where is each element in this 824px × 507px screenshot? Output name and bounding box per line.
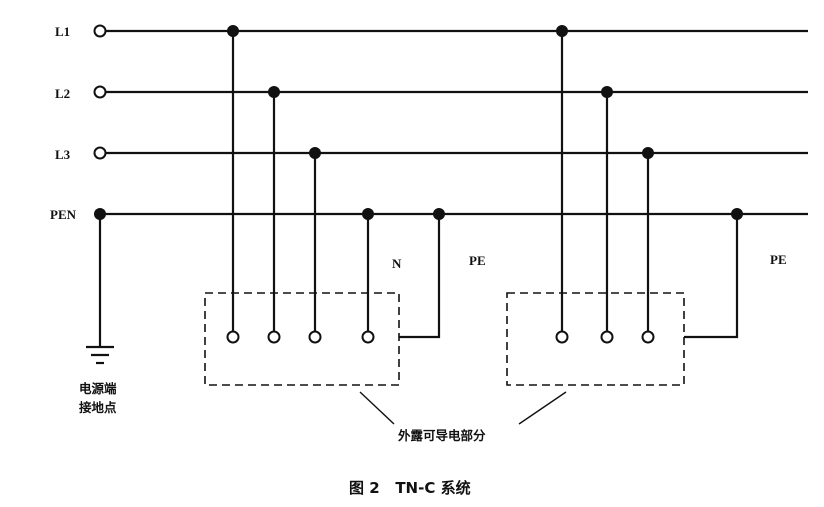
right-terminal-l3	[641, 330, 655, 344]
left-terminal-l3	[308, 330, 322, 344]
right-equipment-enclosure	[506, 292, 685, 386]
junction-left-n	[362, 208, 374, 220]
label-l2: L2	[55, 86, 70, 101]
callout-leader-left	[359, 391, 395, 425]
figure-caption: 图 2 TN-C 系统	[349, 479, 471, 497]
right-terminal-l1	[555, 330, 569, 344]
label-pen: PEN	[50, 207, 77, 222]
junction-left-l1	[227, 25, 239, 37]
source-earth-label-line2: 接地点	[79, 400, 117, 415]
callout-leader-right	[518, 391, 567, 425]
label-l1: L1	[55, 24, 70, 39]
drop-left-pe	[399, 214, 441, 339]
label-n: N	[392, 256, 402, 271]
left-terminal-n	[361, 330, 375, 344]
exposed-parts-label: 外露可导电部分	[397, 428, 486, 443]
terminal-l3	[93, 146, 107, 160]
junction-right-l1	[556, 25, 568, 37]
junction-right-l3	[642, 147, 654, 159]
junction-left-l3	[309, 147, 321, 159]
label-pe-right: PE	[770, 252, 787, 267]
left-terminal-l1	[226, 330, 240, 344]
left-terminal-l2	[267, 330, 281, 344]
earth-symbol	[86, 345, 114, 365]
drop-right-pe	[684, 214, 739, 339]
label-pe-left: PE	[469, 253, 486, 268]
source-earth-label-line1: 电源端	[79, 381, 117, 396]
terminal-l2	[93, 85, 107, 99]
left-equipment-enclosure	[204, 292, 400, 386]
junction-left-pe	[433, 208, 445, 220]
junction-right-pe	[731, 208, 743, 220]
label-l3: L3	[55, 147, 71, 162]
junction-left-l2	[268, 86, 280, 98]
junction-right-l2	[601, 86, 613, 98]
right-terminal-l2	[600, 330, 614, 344]
terminal-l1	[93, 24, 107, 38]
